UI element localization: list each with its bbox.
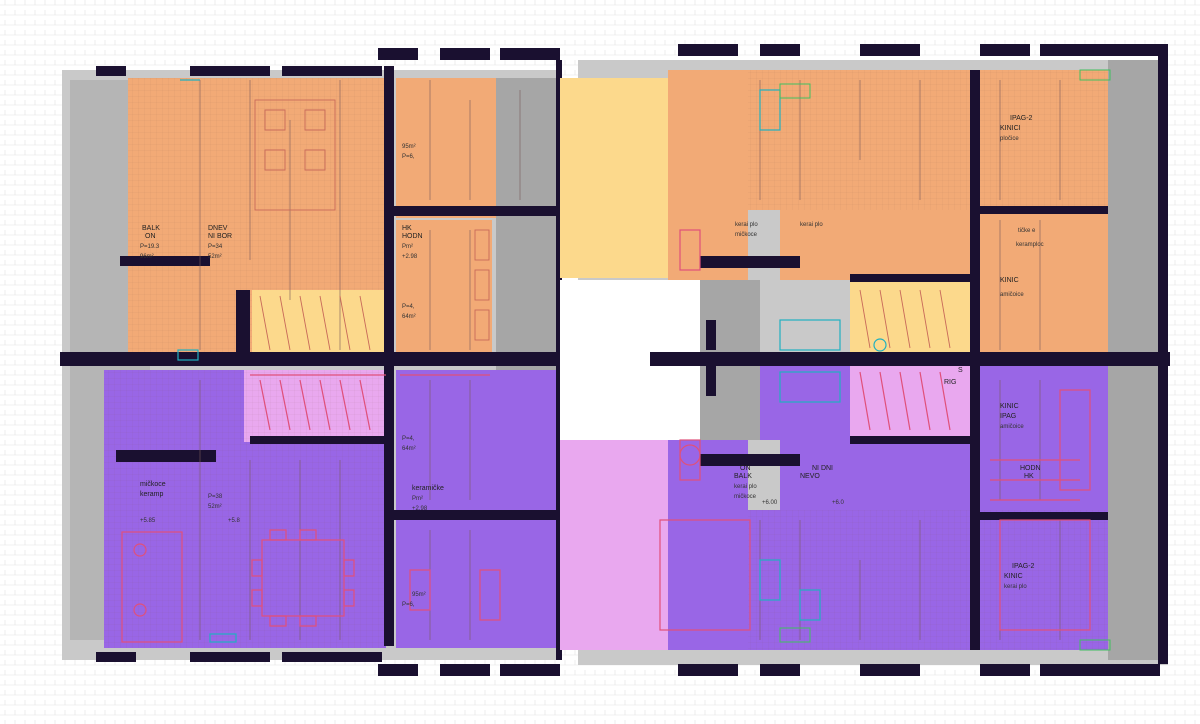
left-building — [60, 48, 562, 676]
room-floor: kerai plo — [734, 484, 757, 490]
room-floor: pločice — [1000, 136, 1019, 142]
room-area: P=4, — [402, 304, 415, 310]
room-floor: kerai plo — [735, 222, 758, 228]
zone-purple-bottom-right — [668, 440, 748, 650]
room-floor: mičkoce — [735, 232, 758, 238]
room-label: S — [958, 367, 963, 374]
room-elev: +5.8 — [228, 518, 241, 524]
zone-orange-top-right — [668, 70, 748, 280]
room-floor: amičoice — [1000, 292, 1024, 298]
room-label: DNEV — [208, 225, 228, 232]
room-label: IPAG — [1000, 413, 1016, 420]
room-area: P=34 — [208, 244, 223, 250]
room-label: KINIC — [1004, 573, 1023, 580]
room-floor: mičkoce — [734, 494, 757, 500]
room-label: keramp — [140, 491, 163, 498]
room-floor: tičke e — [1018, 228, 1036, 234]
room-label: HODN — [1020, 465, 1041, 472]
room-area: P=4, — [402, 436, 415, 442]
room-label: KINICI — [1000, 125, 1021, 132]
left-labels: BALK ON P=19.3 96m² DNEV NI BOR P=34 52m… — [140, 144, 444, 608]
room-label: ON — [145, 233, 156, 240]
room-label: mičkoce — [140, 481, 166, 488]
room-elev: +6.0 — [832, 500, 845, 506]
zone-yellow-stair-right — [850, 282, 970, 356]
room-area: P=19.3 — [140, 244, 160, 250]
room-floor: amičoice — [1000, 424, 1024, 430]
room-label: NI DNI — [812, 465, 833, 472]
room-elev: +5.85 — [140, 518, 156, 524]
room-label: HK — [402, 225, 412, 232]
room-label: HK — [1024, 473, 1034, 480]
room-label: RIG — [944, 379, 956, 386]
room-label: HODN — [402, 233, 423, 240]
room-area: Pm² — [412, 496, 423, 502]
room-area: P=6, — [402, 602, 415, 608]
room-label: ON — [740, 465, 751, 472]
room-area: 64m² — [402, 446, 416, 452]
zone-purple-bottom-mid — [396, 370, 558, 648]
room-label: KINIC — [1000, 277, 1019, 284]
room-area: 96m² — [140, 254, 154, 260]
room-label: keramičke — [412, 485, 444, 492]
room-elev: +2.98 — [412, 506, 428, 512]
room-label: BALK — [734, 473, 752, 480]
room-elev: +6.00 — [762, 500, 778, 506]
room-area: 64m² — [402, 314, 416, 320]
room-label: BALK — [142, 225, 160, 232]
room-label: KINIC — [1000, 403, 1019, 410]
room-area: 52m² — [208, 254, 222, 260]
room-label: IPAG-2 — [1012, 563, 1035, 570]
room-area: 95m² — [412, 592, 426, 598]
room-label: IPAG-2 — [1010, 115, 1033, 122]
room-area: Pm² — [402, 244, 413, 250]
room-floor: keramploc — [1016, 242, 1044, 248]
room-area: 95m² — [402, 144, 416, 150]
room-area: P=38 — [208, 494, 223, 500]
room-label: NI BOR — [208, 233, 232, 240]
room-area: P=6, — [402, 154, 415, 160]
room-floor: kerai plo — [1004, 584, 1027, 590]
room-elev: +2.98 — [402, 254, 418, 260]
right-labels: IPAG-2 KINICI pločice kerai plo mičkoce … — [734, 115, 1044, 590]
zone-yellow-stair-left — [252, 290, 386, 356]
room-area: 52m² — [208, 504, 222, 510]
room-floor: kerai plo — [800, 222, 823, 228]
room-label: NEVO — [800, 473, 820, 480]
zone-pink-stair-right — [850, 366, 970, 436]
right-building — [560, 44, 1170, 676]
